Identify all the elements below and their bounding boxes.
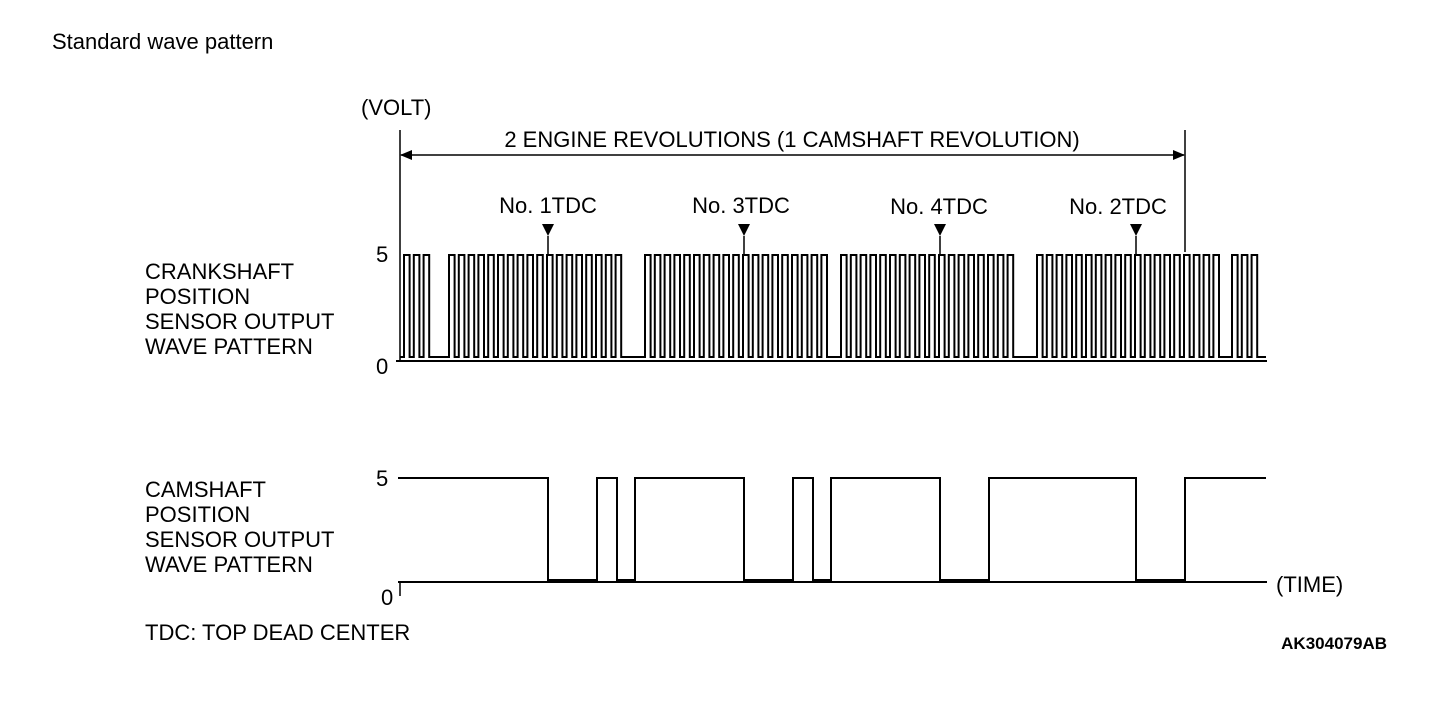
tdc-pointer-icon: [738, 224, 750, 236]
tdc-pointer-icon: [542, 224, 554, 236]
tdc-marker-4: No. 4TDC: [890, 194, 988, 254]
tdc-label: No. 2TDC: [1069, 194, 1167, 219]
tdc-marker-1: No. 1TDC: [499, 193, 597, 254]
crankshaft-wave-pattern: [400, 254, 1266, 358]
tdc-marker-2: No. 2TDC: [1069, 194, 1167, 254]
cam-label-line: SENSOR OUTPUT: [145, 527, 334, 552]
camshaft-wave-pattern: [398, 477, 1266, 581]
tdc-label: No. 1TDC: [499, 193, 597, 218]
volt-axis-label: (VOLT): [361, 95, 431, 120]
figure-code: AK304079AB: [1281, 634, 1387, 653]
tdc-marker-3: No. 3TDC: [692, 193, 790, 254]
time-axis-label: (TIME): [1276, 572, 1343, 597]
cam-tick-0: 0: [381, 585, 393, 610]
crank-tick-5: 5: [376, 242, 388, 267]
tdc-pointer-icon: [1130, 224, 1142, 236]
cam-label-line: POSITION: [145, 502, 250, 527]
crank-label-line: WAVE PATTERN: [145, 334, 313, 359]
tdc-markers: No. 1TDC No. 3TDC No. 4TDC No. 2TDC: [499, 193, 1167, 254]
tdc-label: No. 3TDC: [692, 193, 790, 218]
crank-label-line: POSITION: [145, 284, 250, 309]
span-label: 2 ENGINE REVOLUTIONS (1 CAMSHAFT REVOLUT…: [504, 127, 1079, 152]
cam-label-line: CAMSHAFT: [145, 477, 266, 502]
cam-tick-5: 5: [376, 466, 388, 491]
tdc-footnote: TDC: TOP DEAD CENTER: [145, 620, 410, 645]
crank-label-line: SENSOR OUTPUT: [145, 309, 334, 334]
camshaft-label: CAMSHAFT POSITION SENSOR OUTPUT WAVE PAT…: [145, 477, 334, 577]
crank-label-line: CRANKSHAFT: [145, 259, 294, 284]
tdc-label: No. 4TDC: [890, 194, 988, 219]
crankshaft-label: CRANKSHAFT POSITION SENSOR OUTPUT WAVE P…: [145, 259, 334, 359]
cam-label-line: WAVE PATTERN: [145, 552, 313, 577]
tdc-pointer-icon: [934, 224, 946, 236]
diagram-heading: Standard wave pattern: [52, 29, 273, 54]
crank-tick-0: 0: [376, 354, 388, 379]
